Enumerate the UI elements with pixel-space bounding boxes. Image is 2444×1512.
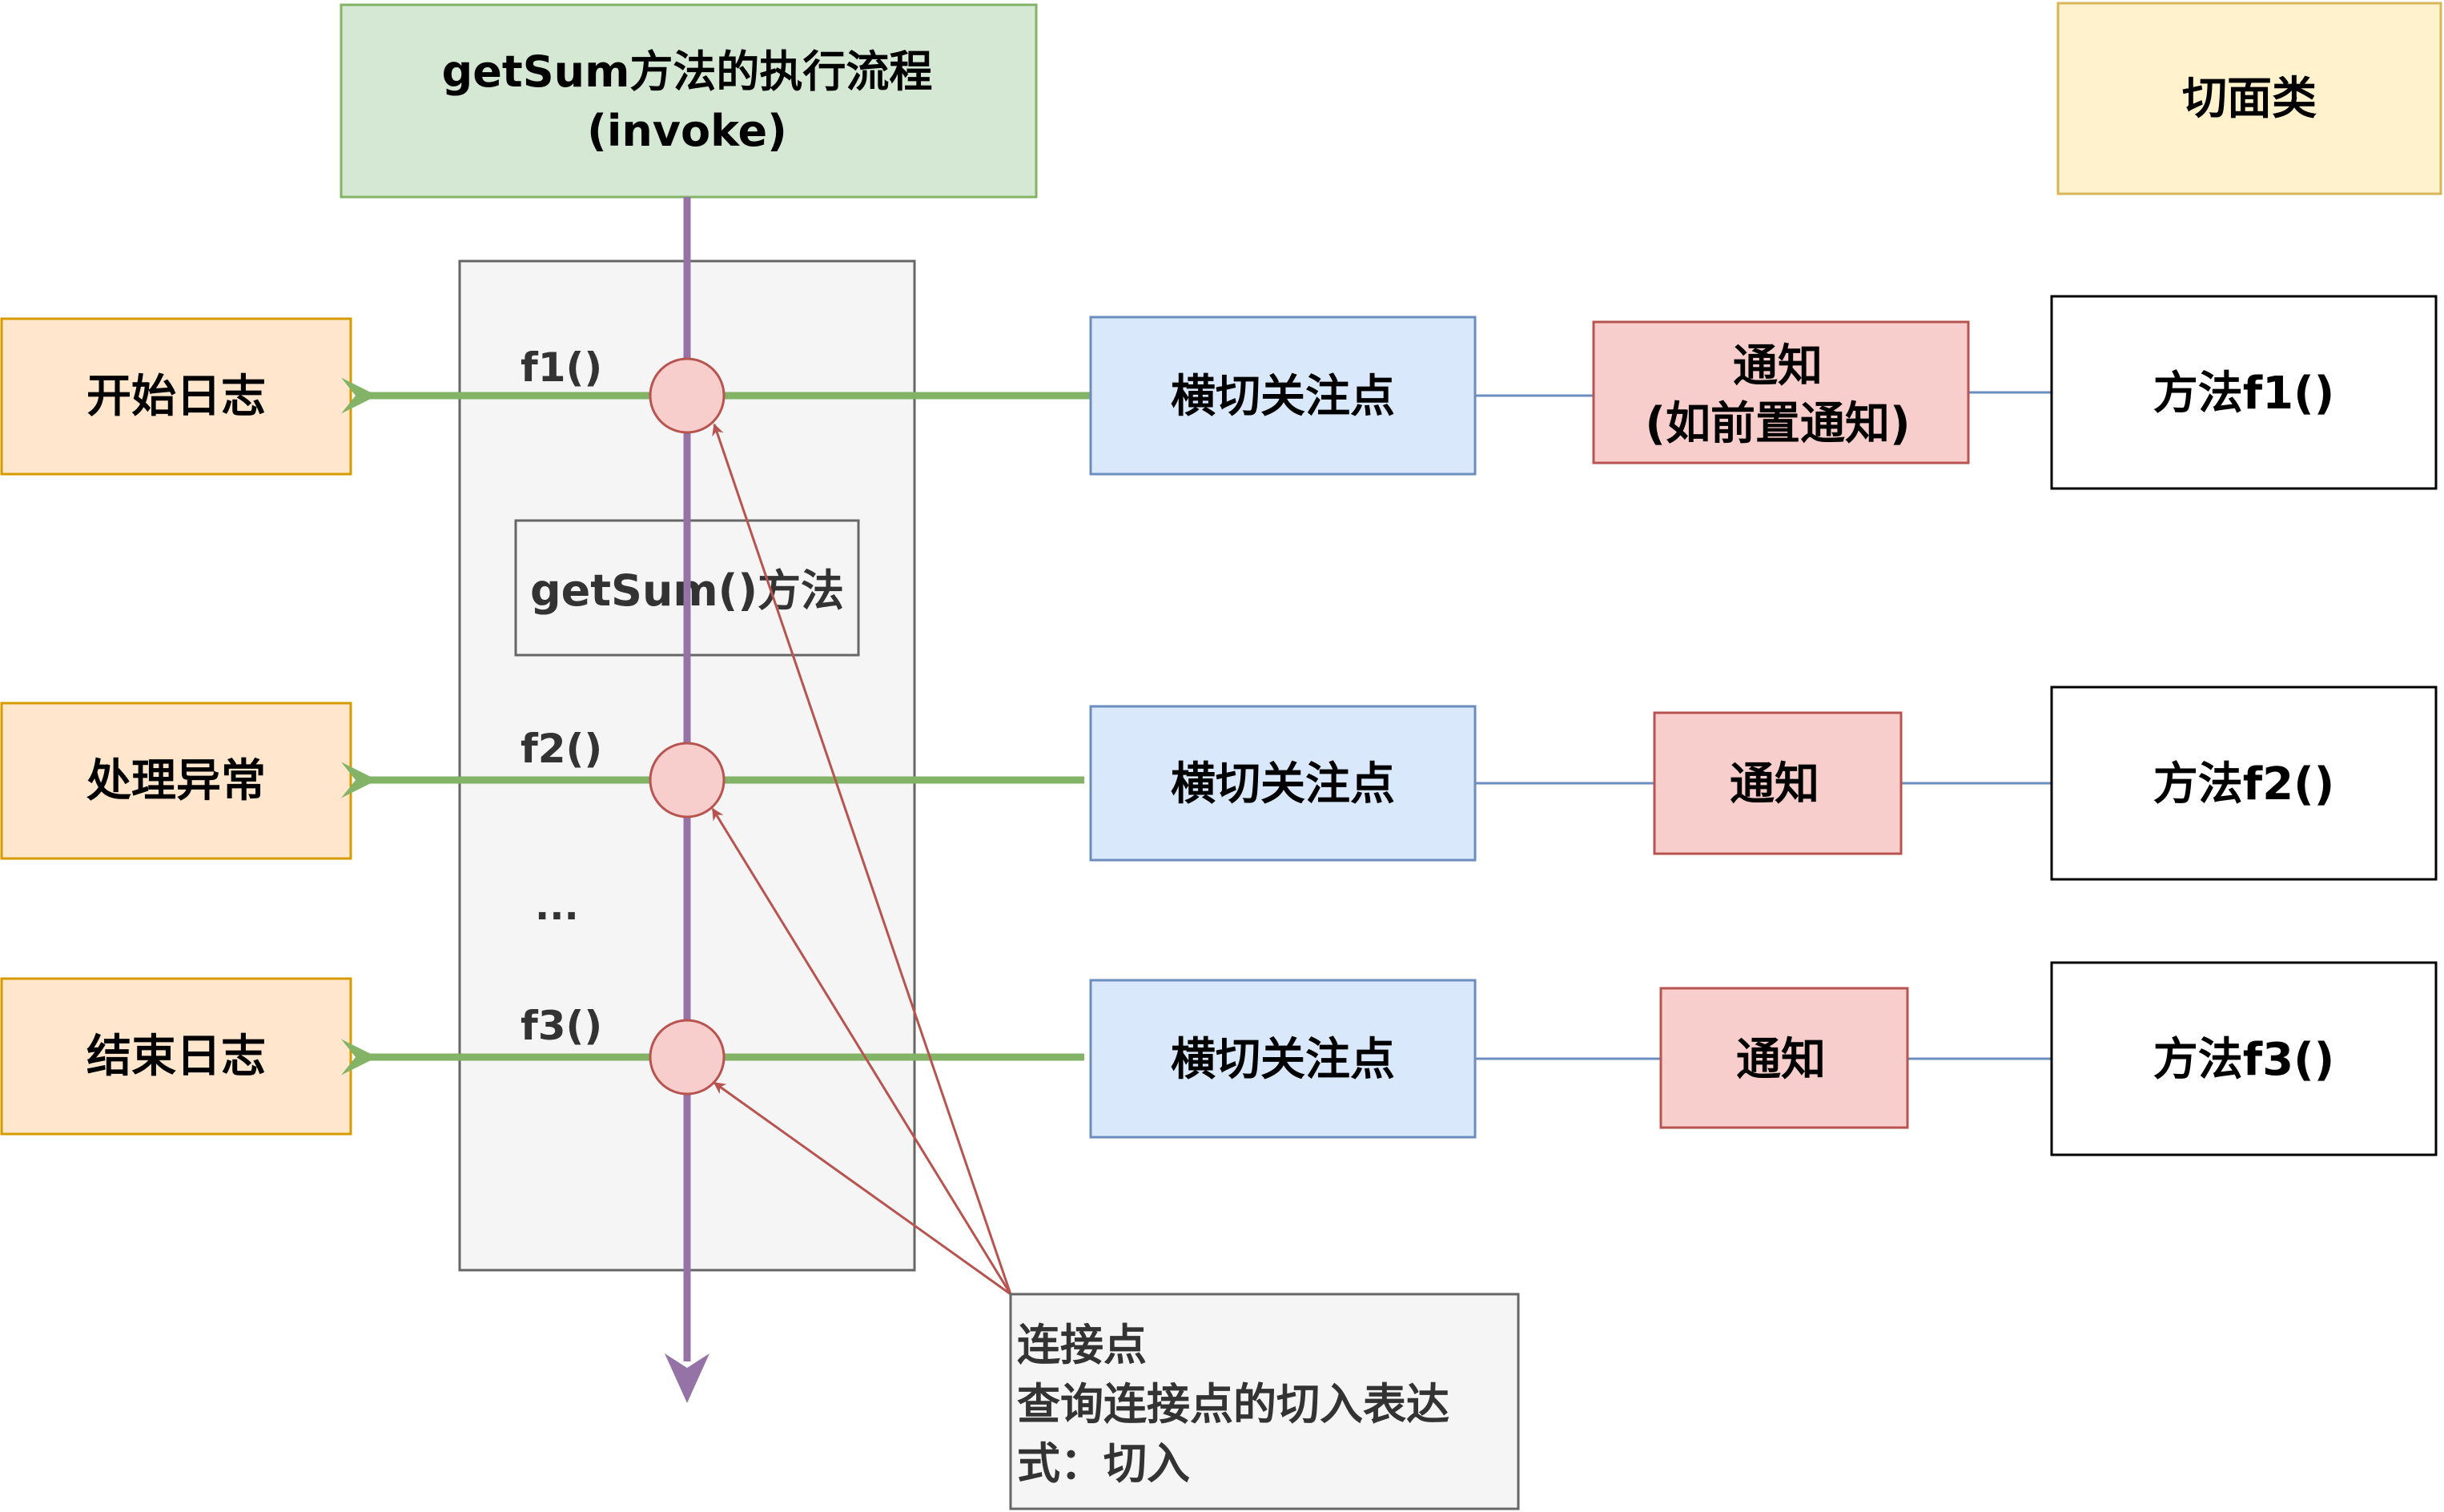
log-label-end: 结束日志 [86,1031,266,1083]
title-line1: getSum方法的执行流程 [442,46,933,97]
pointcut-box-f3 [1089,979,1477,1139]
note-line1: 连接点 [1017,1320,1147,1370]
pointcut-label-f1: 横切关注点 [1171,371,1395,423]
advice-box-f1 [1592,320,1970,464]
advice-label-f3: 通知 [1736,1034,1826,1086]
advice-box-f3 [1659,987,1909,1129]
log-box-end [0,977,352,1136]
method-label-f1: 方法f1() [2153,368,2335,420]
join-point-circle-f2 [649,742,726,818]
advice-label-f2: 通知 [1730,758,1819,810]
pointer-arrow-f3 [713,1081,1011,1296]
pointcut-box-f2 [1089,705,1477,862]
method-box-f2 [2050,686,2438,881]
log-label-start: 开始日志 [86,371,266,423]
join-point-label-f2: f2() [521,726,602,772]
execution-flow-arrowhead [665,1353,709,1403]
log-box-exception [0,702,352,860]
join-point-note-box [1009,1293,1520,1510]
advice-label-f1-line1: 通知 [1733,340,1823,392]
method-label-f3: 方法f3() [2153,1034,2335,1086]
pointer-arrow-f1 [712,423,1012,1295]
pointcut-label-f3: 横切关注点 [1171,1034,1395,1086]
pointcut-box-f1 [1089,316,1477,476]
pointer-arrow-f2 [711,807,1012,1295]
title-box [340,3,1038,199]
join-point-label-f3: f3() [521,1003,602,1049]
method-box-f3 [2050,961,2438,1156]
advice-label-f1-line2: (如前置通知) [1645,398,1910,450]
join-point-circle-f1 [649,357,726,434]
method-label-f2: 方法f2() [2153,758,2335,810]
join-point-circle-f3 [649,1019,726,1096]
aspect-class-label: 切面类 [2182,73,2317,125]
method-box-f1 [2050,295,2438,490]
log-box-start [0,317,352,476]
ellipsis: ... [535,884,579,929]
note-line2: 查询连接点的切入表达 [1017,1379,1449,1430]
pointcut-label-f2: 横切关注点 [1171,758,1395,810]
advice-box-f2 [1653,711,1903,855]
log-label-exception: 处理异常 [86,755,266,807]
aspect-class-box [2056,2,2442,195]
title-line2: (invoke) [587,106,787,156]
join-point-label-f1: f1() [521,344,602,391]
note-line3: 式：切入 [1017,1438,1190,1489]
